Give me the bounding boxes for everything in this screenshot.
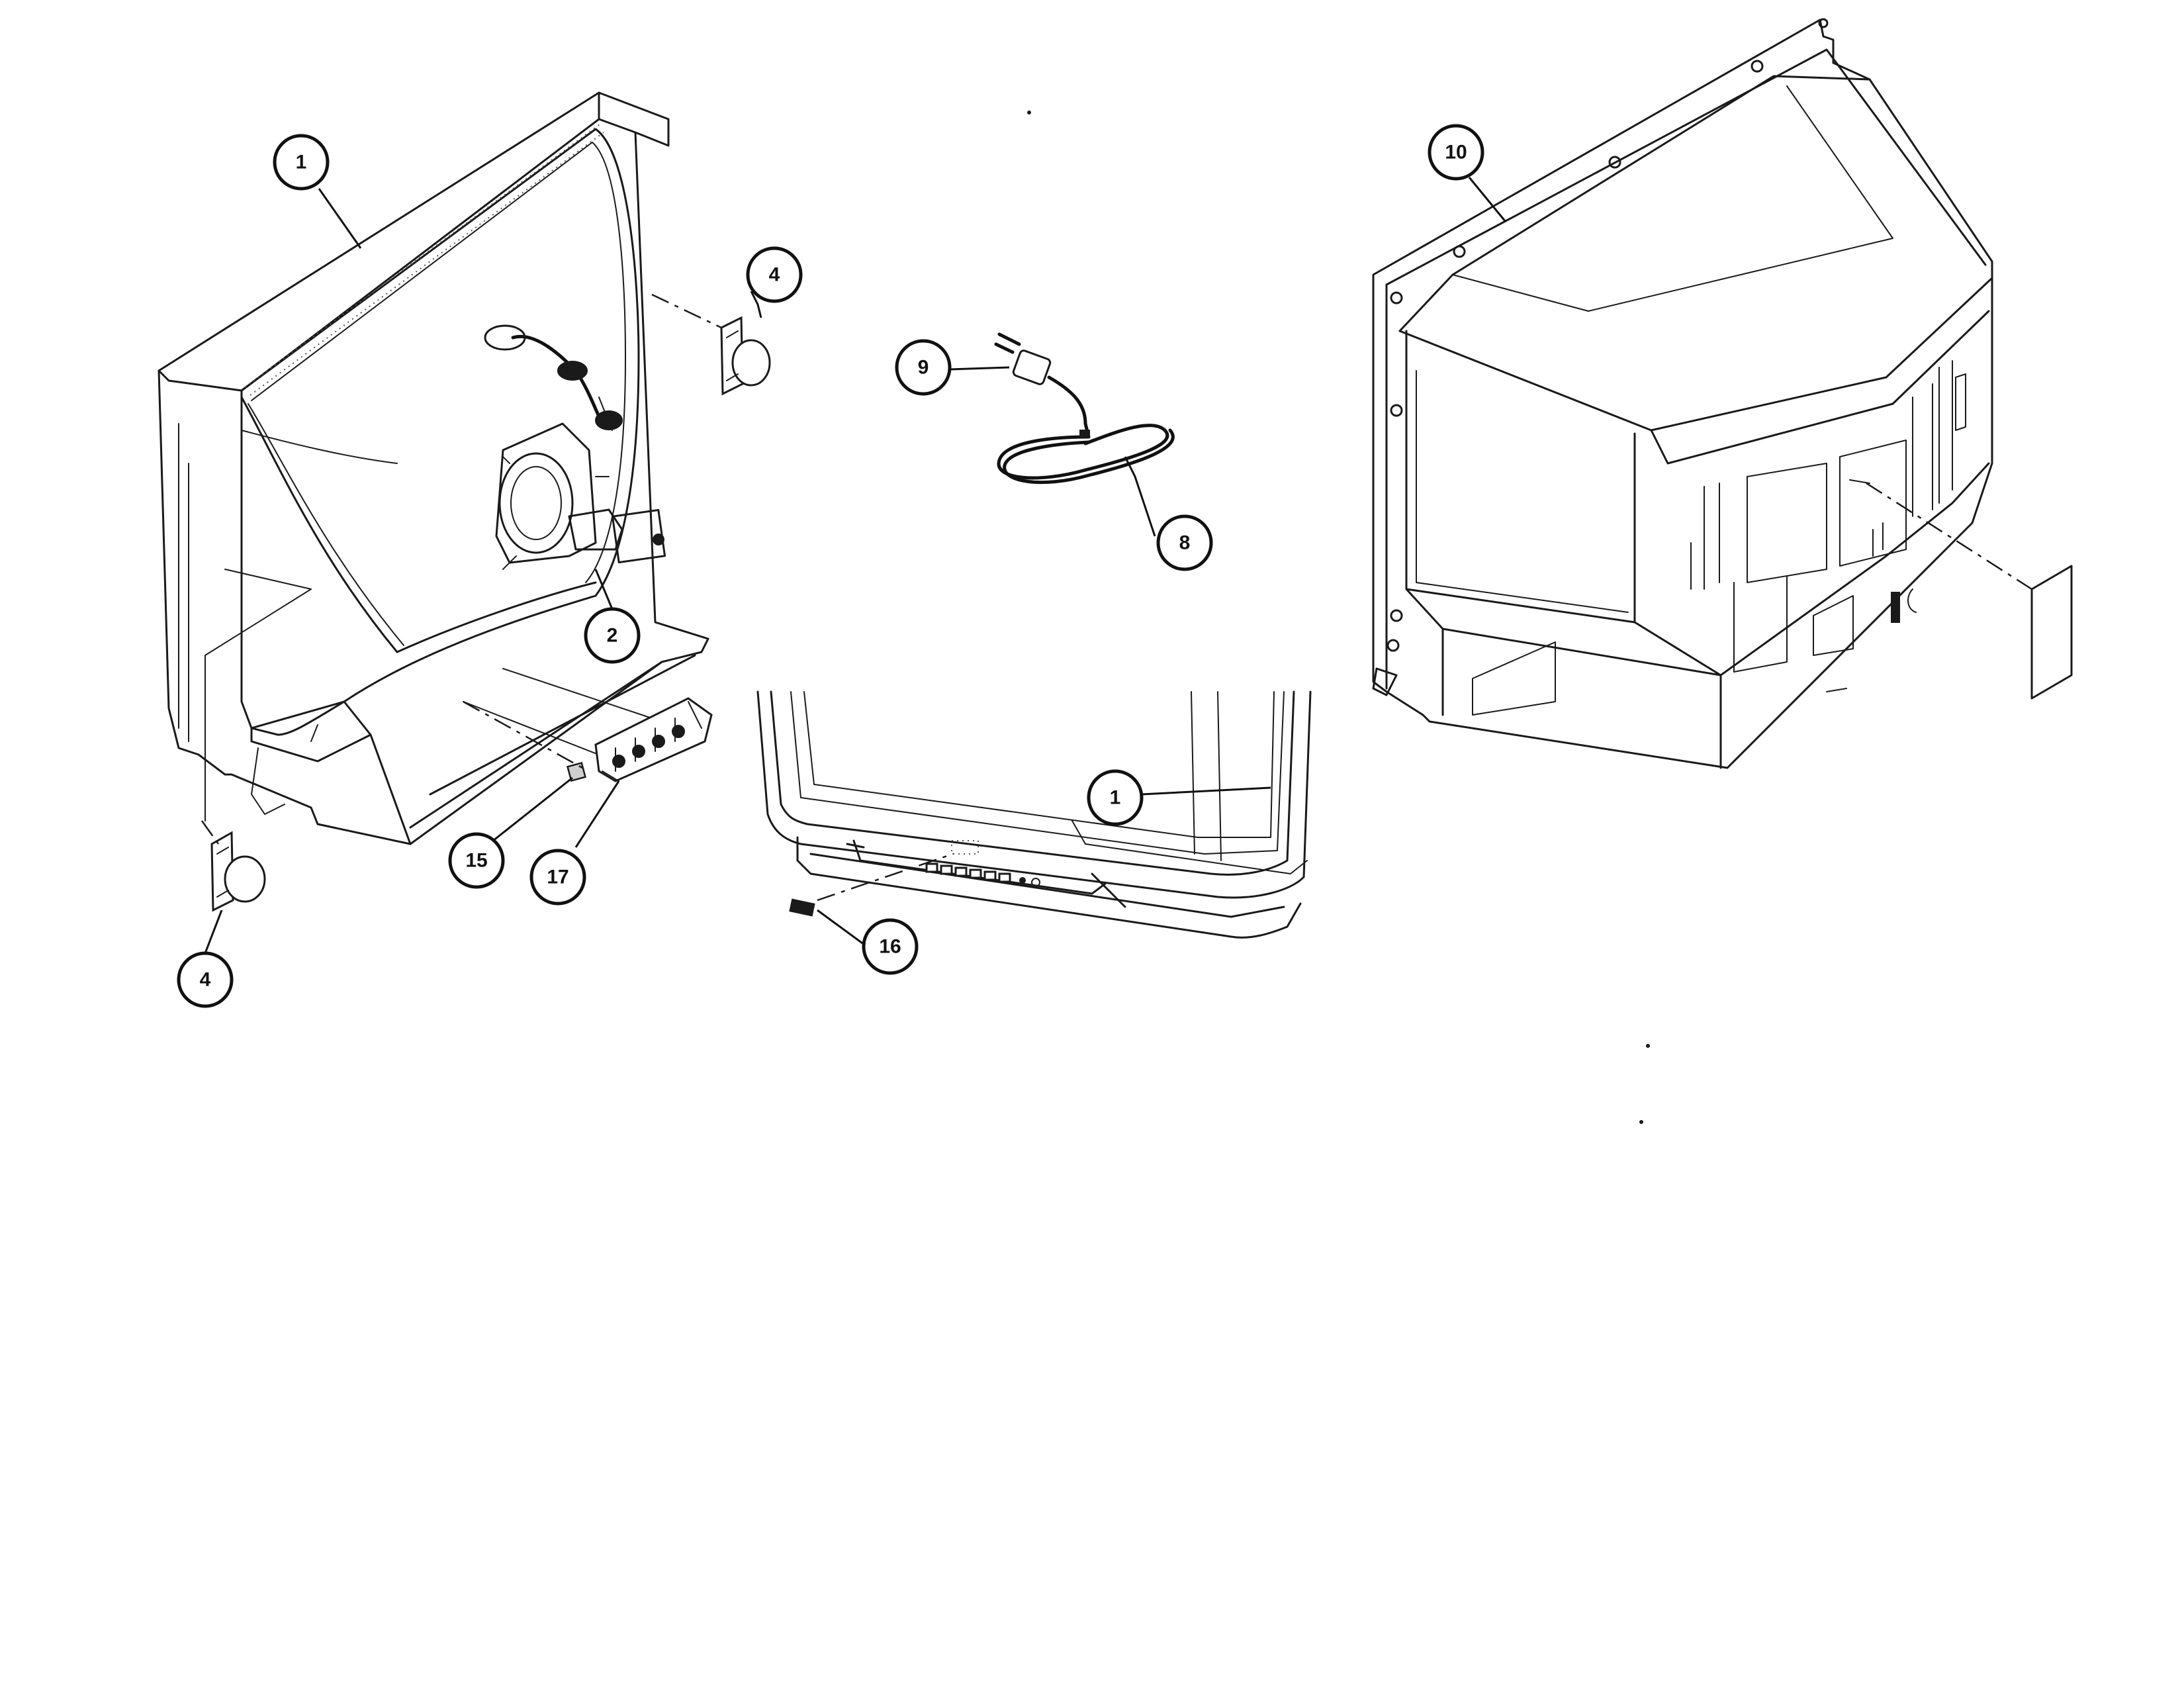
callout-2-yoke: 2 [584, 607, 641, 664]
svg-text:8: 8 [1179, 532, 1191, 554]
callout-17-jack-board: 17 [529, 849, 586, 906]
front-cabinet-front-view [756, 690, 1312, 939]
svg-text:15: 15 [465, 850, 487, 872]
callout-8-cord: 8 [1156, 514, 1213, 571]
av-jack-board [594, 697, 713, 782]
speaker-upper [720, 316, 771, 396]
deflection-yoke [495, 422, 666, 570]
svg-text:16: 16 [879, 936, 901, 958]
leader-lines [204, 177, 1507, 954]
svg-text:17: 17 [547, 866, 569, 888]
crt-tube [240, 396, 597, 653]
callout-9-plug: 9 [895, 339, 952, 396]
back-cover-shell [1372, 19, 1993, 769]
chassis-tray [250, 700, 372, 763]
rating-label [2030, 565, 2073, 700]
front-cabinet-shell [158, 91, 709, 845]
control-knob-part [789, 898, 815, 917]
back-cover-assembly [1372, 18, 2073, 769]
svg-text:1: 1 [296, 152, 307, 173]
callout-16-knob: 16 [862, 918, 919, 975]
callout-10-back-cover: 10 [1428, 124, 1484, 181]
small-bracket [566, 761, 587, 782]
svg-text:1: 1 [1110, 787, 1121, 809]
callout-15-bracket: 15 [448, 832, 505, 889]
callout-1-front-view: 1 [1087, 769, 1144, 826]
callout-1-cabinet: 1 [273, 134, 330, 191]
svg-text:2: 2 [607, 625, 618, 647]
front-cabinet-assembly [158, 91, 771, 912]
svg-text:10: 10 [1445, 142, 1467, 164]
svg-text:4: 4 [200, 969, 211, 991]
speaker-lower [210, 831, 266, 912]
svg-text:4: 4 [769, 264, 780, 286]
ac-power-cord [994, 332, 1175, 485]
svg-text:9: 9 [918, 357, 929, 379]
crt-screen-opening [240, 128, 640, 736]
callout-4-speaker-lower: 4 [177, 951, 234, 1008]
callout-4-speaker-upper: 4 [746, 246, 803, 303]
